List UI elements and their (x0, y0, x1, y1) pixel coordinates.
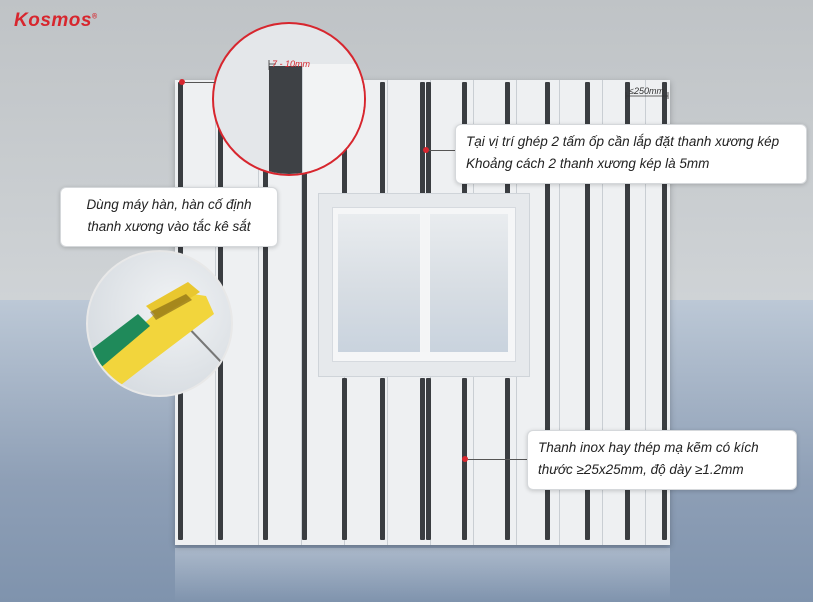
spacing-label: ≤250mm (629, 86, 664, 96)
callout-welding-line2: thanh xương vào tắc kê sắt (87, 219, 251, 234)
steel-stud (426, 378, 431, 540)
zoom-leader-line (185, 82, 215, 83)
callout-material: Thanh inox hay thép mạ kẽm có kích thước… (527, 430, 797, 490)
joint-leader-line (429, 150, 456, 151)
window-mullion (421, 214, 429, 352)
window-pane-left (338, 214, 420, 352)
brand-logo-text: Kosmos (14, 10, 92, 31)
steel-stud (662, 82, 667, 540)
steel-stud (585, 82, 590, 540)
zoom-dimension-line (268, 60, 276, 70)
panel-seam (258, 80, 259, 545)
steel-stud (420, 82, 425, 195)
steel-stud (426, 82, 431, 195)
callout-joint-line1: Tại vị trí ghép 2 tấm ốp cần lắp đặt tha… (466, 134, 780, 149)
steel-stud (302, 82, 307, 540)
steel-stud (380, 378, 385, 540)
zoom-panel-edge (302, 64, 364, 174)
floor-reflection (175, 548, 670, 602)
steel-stud (545, 82, 550, 540)
steel-stud (263, 82, 268, 540)
window-pane-right (430, 214, 508, 352)
registered-mark: ® (91, 13, 98, 21)
steel-stud (625, 82, 630, 540)
panel-seam (301, 80, 302, 545)
callout-joint-line2: Khoảng cách 2 thanh xương kép là 5mm (466, 156, 710, 171)
stud-zoom-detail: 7 - 10mm (212, 22, 366, 176)
steel-stud (380, 82, 385, 195)
callout-material-line1: Thanh inox hay thép mạ kẽm có kích (538, 440, 759, 455)
zoom-anchor-dot (179, 79, 185, 85)
welder-zoom-detail (86, 250, 233, 397)
callout-material-line2: thước ≥25x25mm, độ dày ≥1.2mm (538, 462, 744, 477)
welder-illustration (88, 282, 224, 395)
brand-logo: Kosmos® (14, 10, 98, 32)
joint-anchor-dot (423, 147, 429, 153)
panel-seam (602, 80, 603, 545)
spacing-dimension (625, 92, 669, 99)
material-leader-line (468, 459, 528, 460)
zoom-dimension-label: 7 - 10mm (272, 59, 311, 69)
zoom-double-stud (269, 66, 303, 174)
material-anchor-dot (462, 456, 468, 462)
callout-double-stud: Tại vị trí ghép 2 tấm ốp cần lắp đặt tha… (455, 124, 807, 184)
panel-seam (559, 80, 560, 545)
panel-seam (645, 80, 646, 545)
callout-welding-line1: Dùng máy hàn, hàn cố định (86, 197, 252, 212)
steel-stud (342, 378, 347, 540)
callout-welding: Dùng máy hàn, hàn cố định thanh xương và… (60, 187, 278, 247)
steel-stud (420, 378, 425, 540)
